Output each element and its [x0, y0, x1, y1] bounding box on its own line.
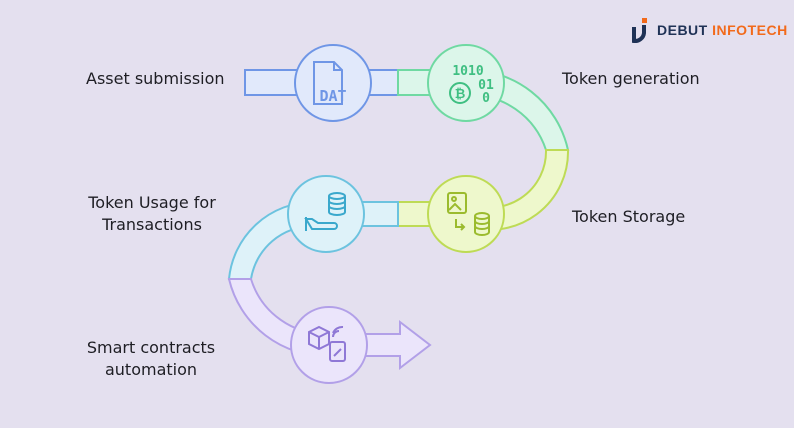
label-asset-submission: Asset submission: [86, 69, 225, 88]
arrow-down-right-icon: [455, 219, 466, 231]
database-hand-icon: [304, 192, 346, 231]
label-smart-contracts-line2: automation: [104, 360, 198, 379]
dat-icon-text: DAT: [319, 87, 346, 105]
label-token-generation: Token generation: [562, 69, 700, 88]
brand-logo: DEBUT INFOTECH: [631, 17, 788, 43]
flow-segment-smart-contracts: [227, 278, 432, 371]
svg-text:₿: ₿: [455, 86, 466, 101]
node-asset-submission: DAT: [294, 44, 372, 122]
image-icon: [447, 192, 467, 214]
node-smart-contracts: [290, 306, 368, 384]
label-token-usage-line1: Token Usage for: [88, 193, 216, 212]
binary-text-1: 1010: [452, 64, 483, 79]
binary-text-3: 0: [482, 91, 490, 106]
label-token-usage: Token Usage for Transactions: [86, 192, 218, 236]
brand-name-part2: INFOTECH: [712, 22, 788, 38]
node-token-storage: [427, 175, 505, 253]
node-token-generation: 1010 01 0 ₿: [427, 44, 505, 122]
database-icon: [474, 212, 490, 236]
label-token-usage-line2: Transactions: [102, 215, 202, 234]
brand-name-part1: DEBUT: [657, 22, 708, 38]
label-smart-contracts-line1: Smart contracts: [86, 338, 216, 357]
document-dat-icon: [313, 61, 343, 105]
box-contract-icon: [308, 325, 346, 362]
label-token-storage: Token Storage: [572, 207, 686, 226]
node-token-usage: [287, 175, 365, 253]
brand-logo-icon: [632, 18, 647, 43]
bitcoin-icon: ₿: [449, 82, 471, 104]
label-smart-contracts: Smart contracts automation: [84, 337, 218, 381]
binary-text-2: 01: [478, 78, 494, 93]
